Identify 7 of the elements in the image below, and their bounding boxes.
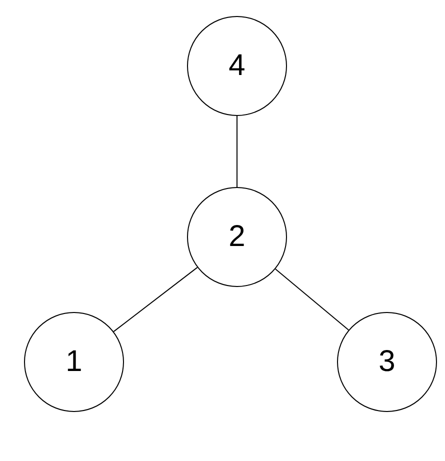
connector-line bbox=[274, 268, 350, 330]
node-label: 1 bbox=[66, 345, 82, 379]
node-label: 4 bbox=[228, 49, 246, 83]
node-label: 2 bbox=[228, 220, 246, 254]
connector-line bbox=[236, 116, 238, 188]
node-label: 3 bbox=[378, 345, 396, 379]
connector-line bbox=[113, 266, 198, 332]
